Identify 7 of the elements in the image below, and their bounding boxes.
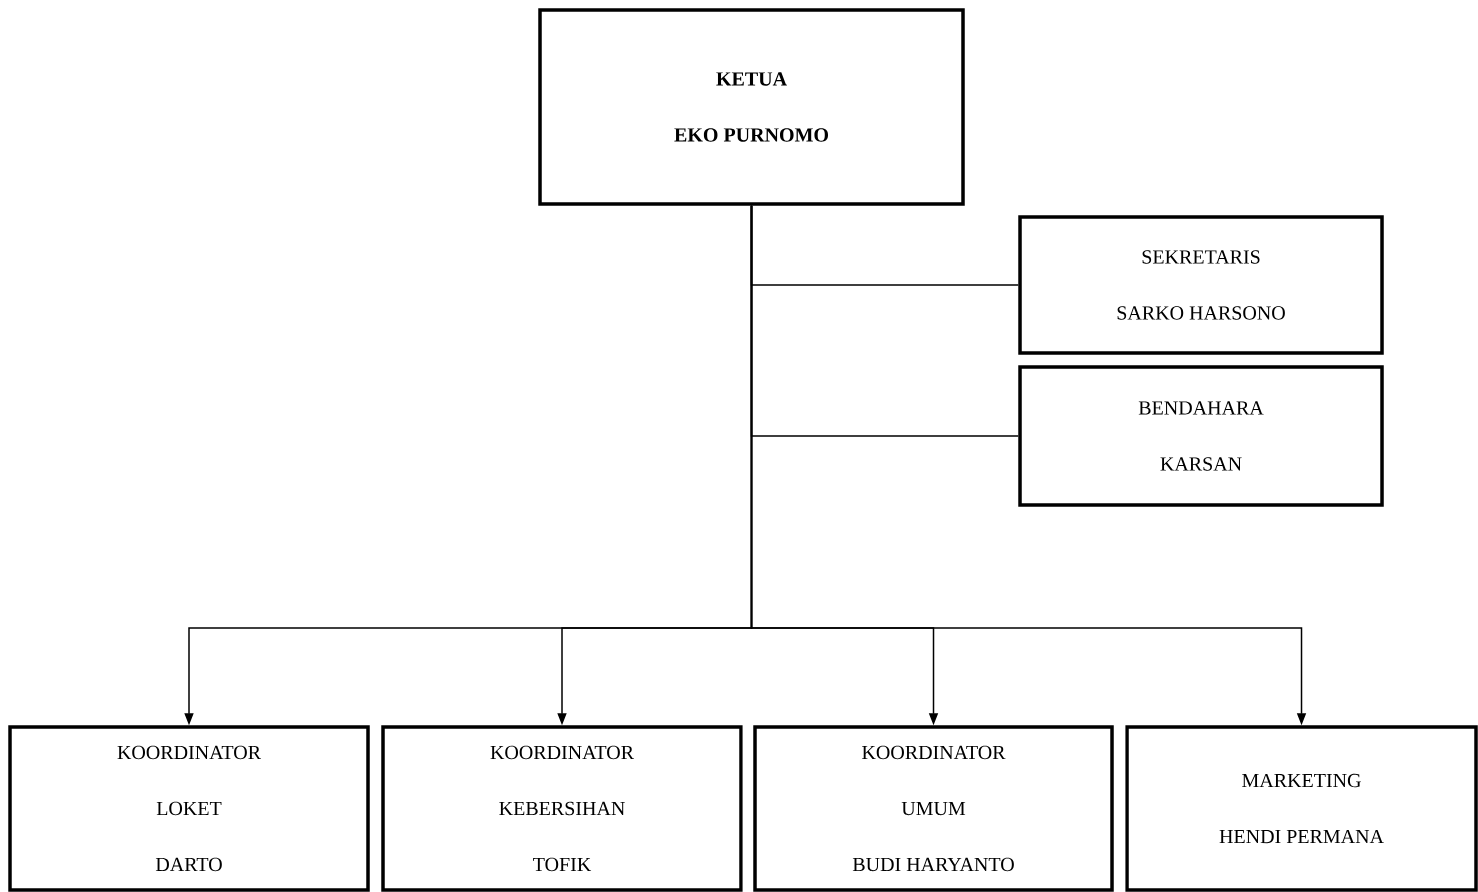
org-box: BENDAHARA KARSAN <box>1018 365 1384 507</box>
org-box: SEKRETARIS SARKO HARSONO <box>1018 215 1384 355</box>
org-box: KOORDINATOR LOKET DARTO <box>8 725 370 892</box>
org-box: MARKETING HENDI PERMANA <box>1125 725 1478 892</box>
org-box: KETUA EKO PURNOMO <box>538 8 965 206</box>
org-box: KOORDINATOR UMUM BUDI HARYANTO <box>753 725 1114 892</box>
org-box: KOORDINATOR KEBERSIHAN TOFIK <box>381 725 743 892</box>
